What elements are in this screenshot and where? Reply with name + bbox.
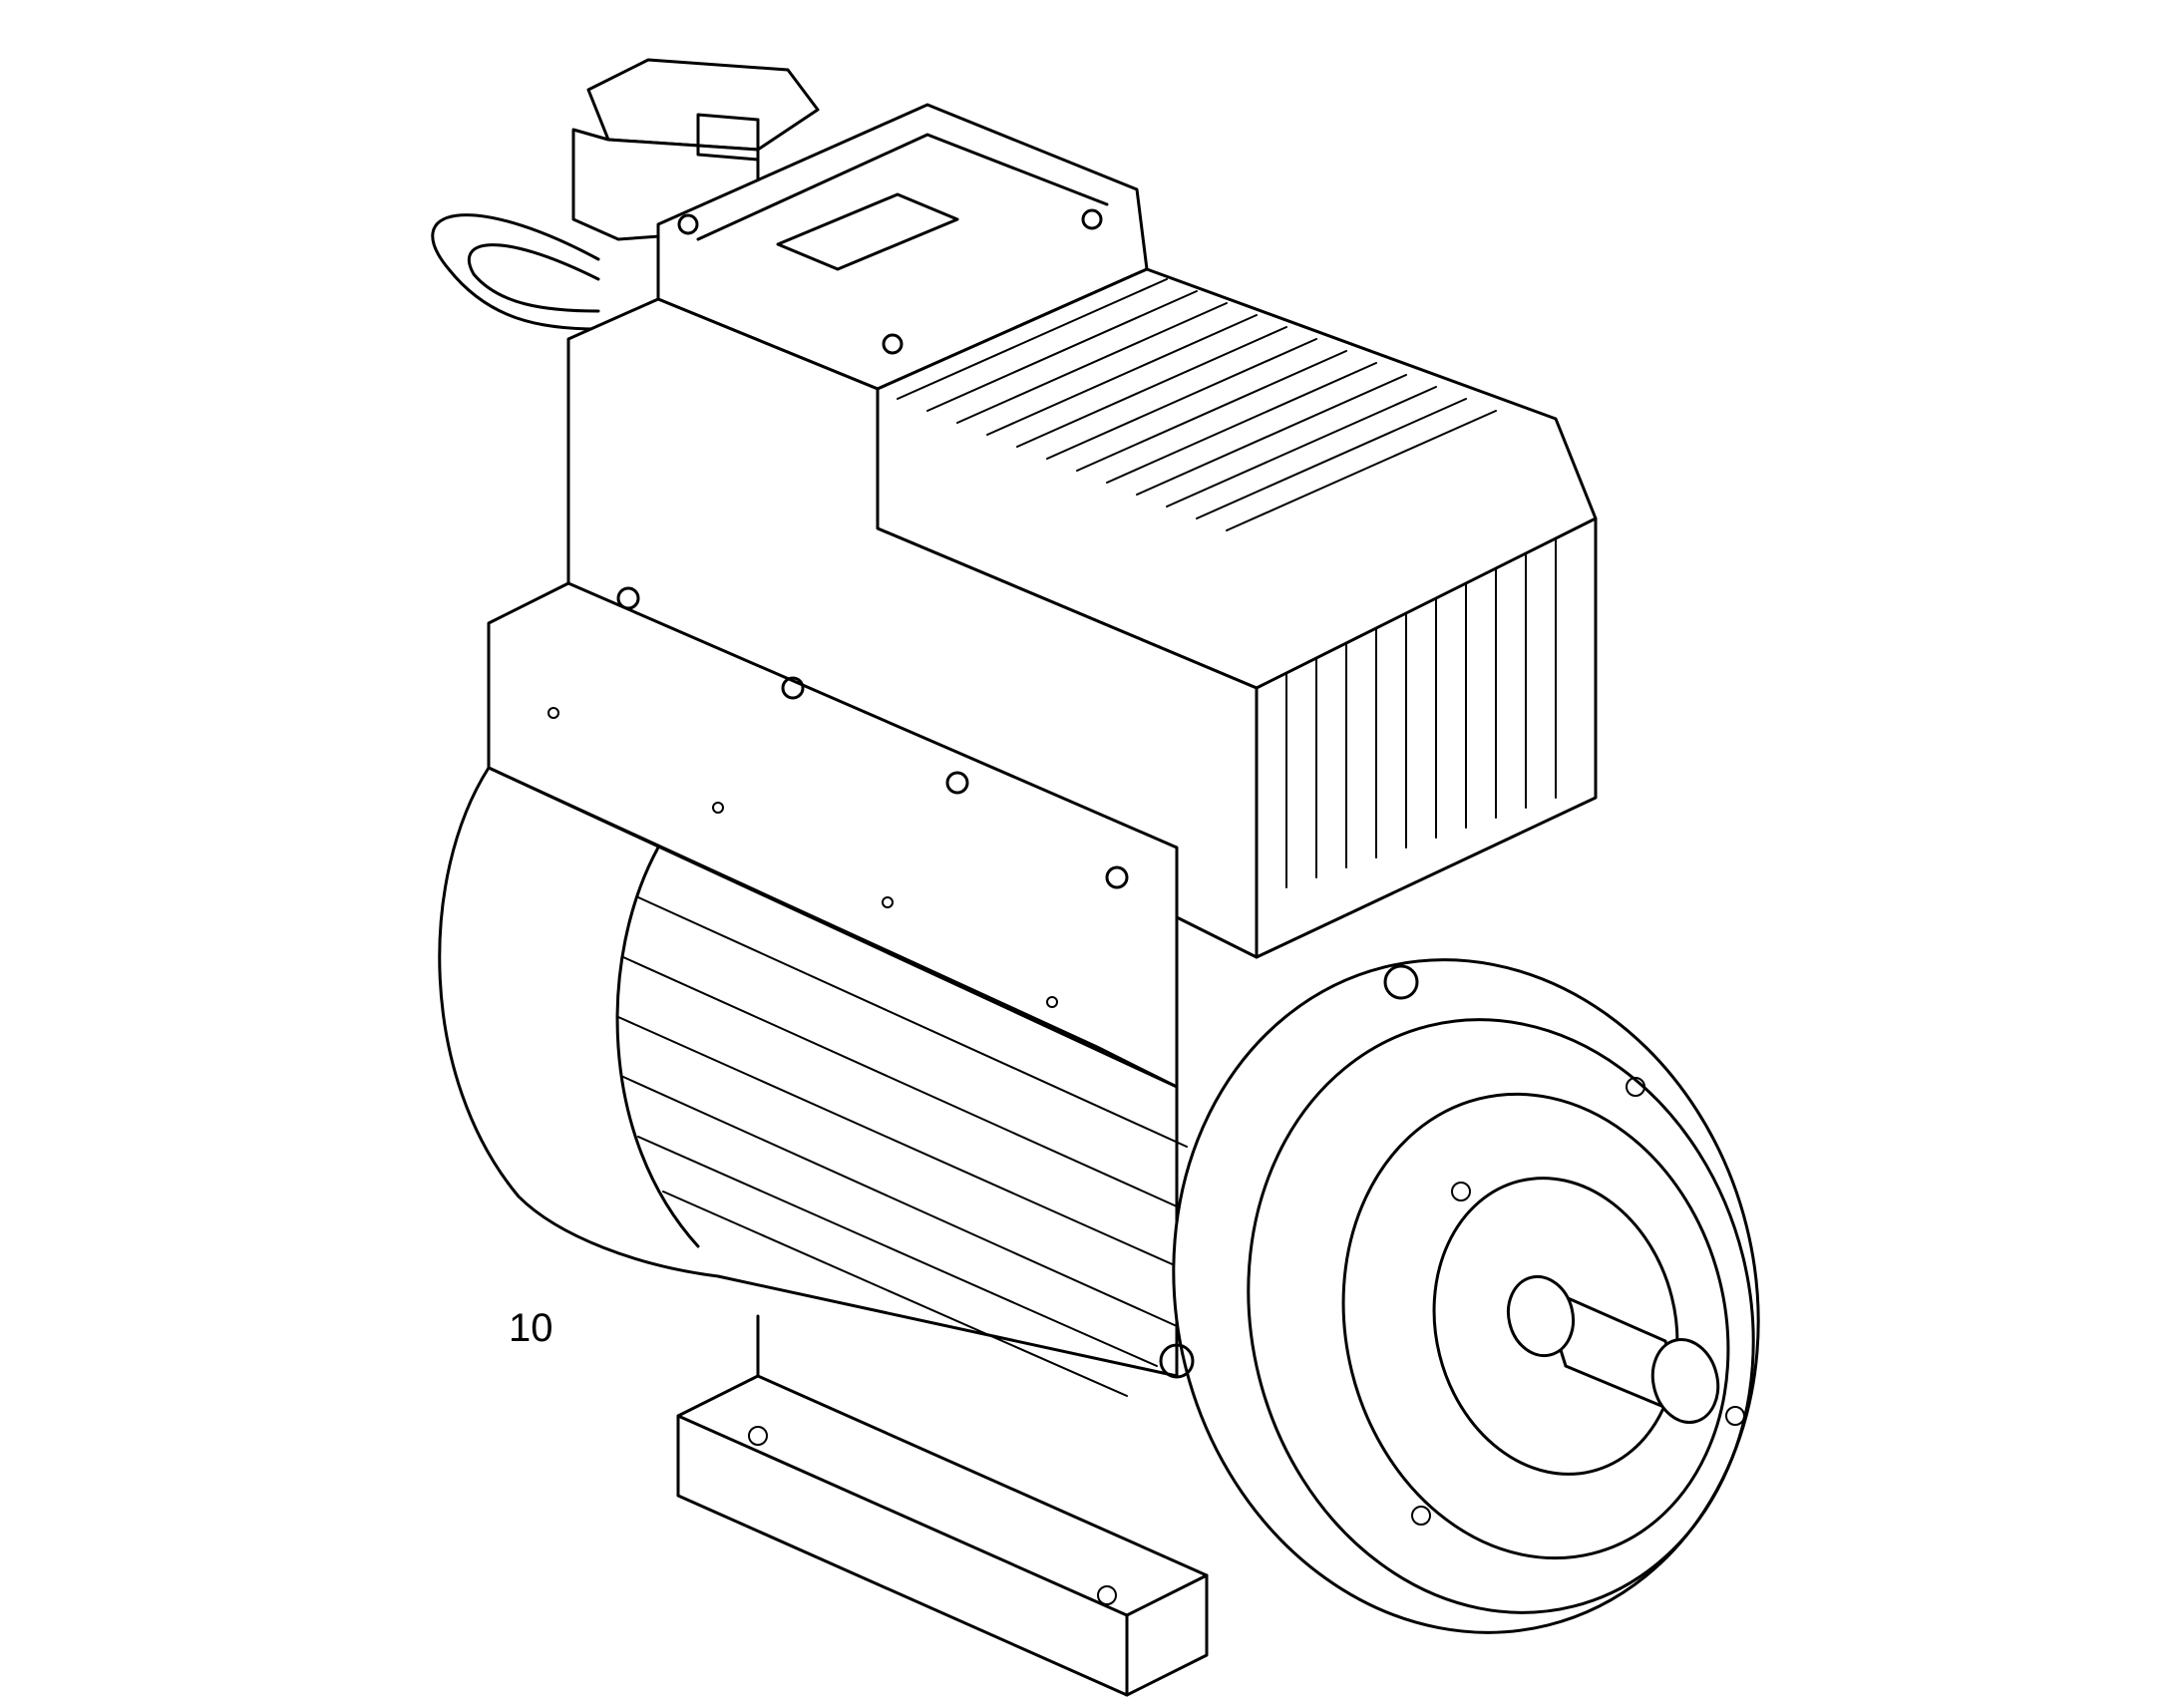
output-shaft [1506,1274,1720,1424]
mounting-foot [676,1314,1209,1697]
cable-loop [431,213,600,331]
flange-endshield [1159,958,1760,1634]
motor-housing [438,766,1188,1397]
callout-number: 10 [509,1306,553,1350]
